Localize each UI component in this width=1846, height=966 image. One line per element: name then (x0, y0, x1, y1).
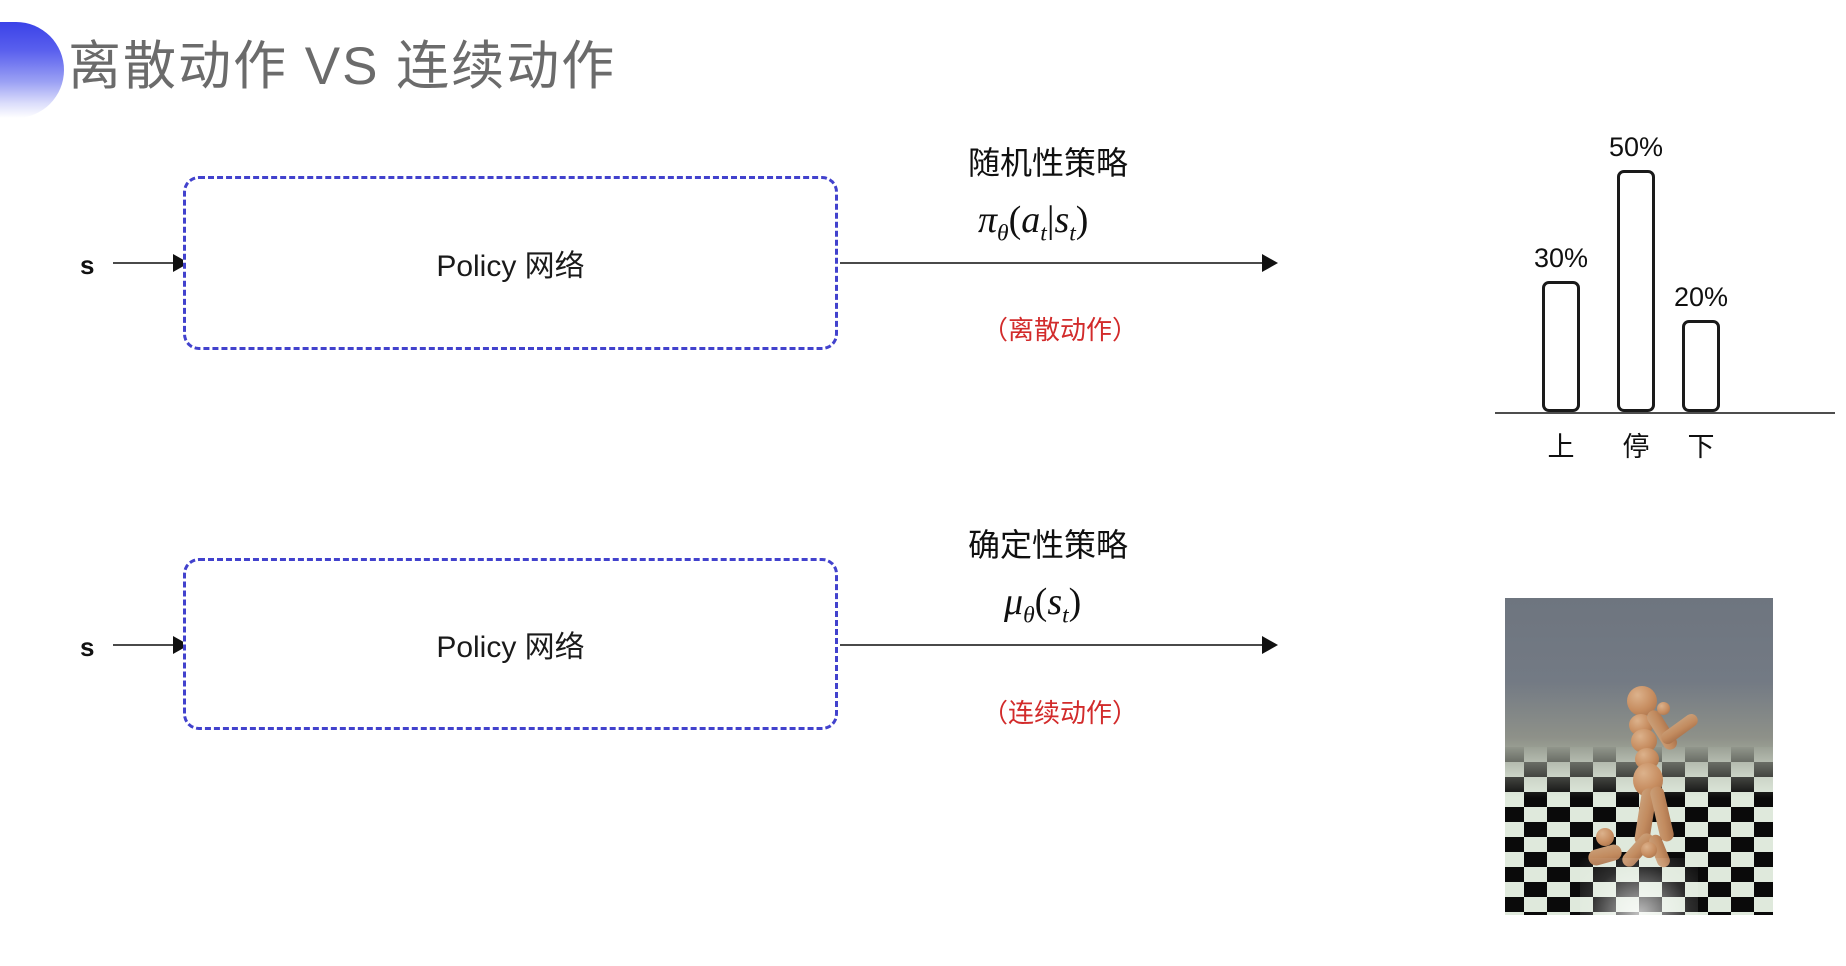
policy-formula-discrete: πθ(at|st) (978, 198, 1088, 248)
policy-network-box-continuous[interactable]: Policy 网络 (183, 558, 838, 730)
policy-kind-continuous: 确定性策略 (968, 527, 1129, 563)
input-state-label-continuous: s (80, 632, 95, 662)
humanoid-hand (1657, 702, 1670, 715)
formula-open-paren: ( (1008, 199, 1022, 241)
formula-pi: π (978, 199, 998, 241)
formula-arg1: a (1021, 199, 1041, 241)
input-state-label-discrete: s (80, 250, 95, 280)
output-arrow-line-discrete (840, 262, 1264, 264)
formula-theta-sub-2: θ (1023, 602, 1035, 629)
action-note-discrete: （离散动作） (982, 315, 1139, 345)
chart-category-stop: 停 (1622, 432, 1650, 462)
policy-network-label-discrete: Policy 网络 (436, 250, 585, 283)
input-arrow-line-continuous (113, 644, 175, 646)
formula-bar: | (1046, 199, 1055, 241)
bar-value-down: 20% (1673, 282, 1729, 312)
action-probability-bar-chart: 30% 50% 20% 上 停 下 (1495, 95, 1835, 462)
bar-down (1682, 320, 1720, 412)
formula-mu: μ (1004, 581, 1024, 623)
formula-theta-sub: θ (997, 220, 1009, 247)
sim-floor-reflection (1580, 857, 1698, 915)
policy-network-box-discrete[interactable]: Policy 网络 (183, 176, 838, 350)
title-decoration-half-circle (0, 22, 64, 118)
formula-arg1-2: s (1047, 581, 1063, 623)
bar-stop (1617, 170, 1655, 412)
formula-arg1-sub-2: t (1062, 602, 1069, 629)
bar-up (1542, 281, 1580, 412)
humanoid-right-ankle (1641, 842, 1657, 858)
output-arrow-head-discrete (1262, 254, 1278, 272)
formula-arg2: s (1054, 199, 1070, 241)
chart-baseline-axis (1495, 412, 1835, 414)
humanoid-simulation-image (1505, 598, 1773, 915)
policy-kind-discrete: 随机性策略 (968, 145, 1129, 181)
input-arrow-line-discrete (113, 262, 175, 264)
formula-open-paren-2: ( (1034, 581, 1048, 623)
chart-category-up: 上 (1547, 432, 1575, 462)
formula-arg2-sub: t (1069, 220, 1076, 247)
formula-arg1-sub: t (1040, 220, 1047, 247)
output-arrow-line-continuous (840, 644, 1264, 646)
formula-close-paren: ) (1075, 199, 1089, 241)
policy-network-label-continuous: Policy 网络 (436, 631, 585, 664)
chart-category-down: 下 (1687, 432, 1715, 462)
page-title: 离散动作 VS 连续动作 (68, 37, 617, 96)
bar-value-up: 30% (1533, 243, 1589, 273)
output-arrow-head-continuous (1262, 636, 1278, 654)
bar-value-stop: 50% (1608, 132, 1664, 162)
action-note-continuous: （连续动作） (982, 698, 1139, 728)
humanoid-left-ankle (1596, 828, 1614, 846)
formula-close-paren-2: ) (1068, 581, 1082, 623)
policy-formula-continuous: μθ(st) (1004, 580, 1081, 630)
